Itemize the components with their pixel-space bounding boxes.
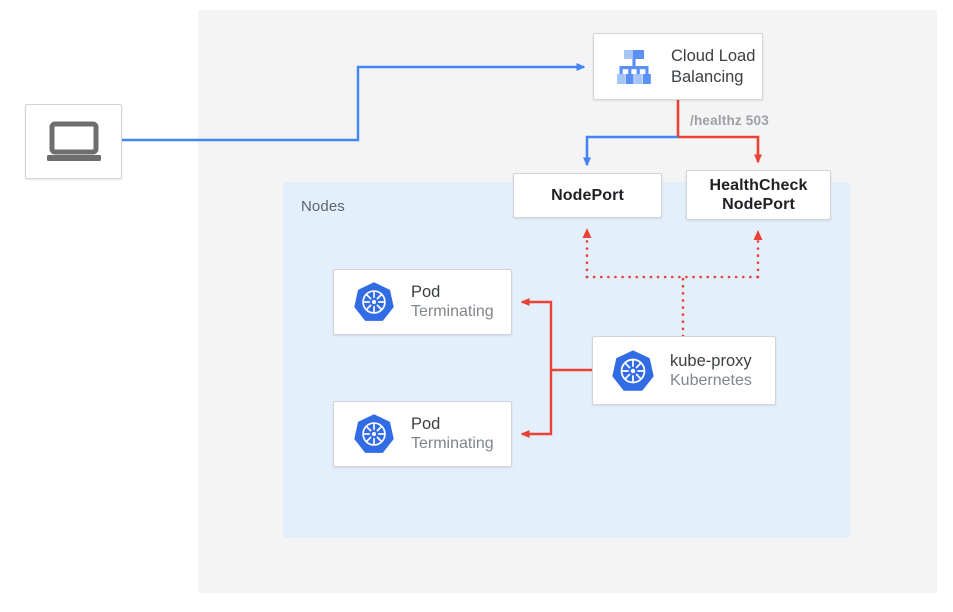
pod1-status: Terminating (411, 303, 494, 321)
nodes-region-label: Nodes (301, 198, 345, 215)
edge-clb-to-healthcheck (678, 135, 762, 164)
pod2-title: Pod (411, 415, 441, 434)
kubernetes-icon (610, 348, 656, 394)
kubernetes-icon (351, 411, 397, 457)
pod-terminating-1-card[interactable]: Pod Terminating (333, 269, 512, 335)
kubernetes-icon (351, 279, 397, 325)
laptop-icon (26, 105, 121, 178)
kube-proxy-card[interactable]: kube-proxy Kubernetes (592, 336, 776, 405)
clb-title-line2: Balancing (671, 67, 744, 86)
nodeport-label: NodePort (551, 186, 624, 204)
edge-kubeproxy-to-pod1 (520, 298, 553, 370)
healthcheck-label-line1: HealthCheck (709, 176, 808, 194)
nodeport-box[interactable]: NodePort (513, 173, 662, 218)
kube-proxy-subtitle: Kubernetes (670, 371, 752, 389)
load-balancer-icon (611, 44, 657, 90)
pod-terminating-2-card[interactable]: Pod Terminating (333, 401, 512, 467)
clb-title-line1: Cloud Load (671, 47, 756, 66)
kube-proxy-title: kube-proxy (670, 351, 752, 370)
pod1-title: Pod (411, 283, 441, 302)
client-laptop-card[interactable] (25, 104, 122, 179)
healthz-edge-label: /healthz 503 (690, 113, 769, 128)
edge-client-to-clb (122, 63, 586, 142)
cloud-load-balancing-card[interactable]: Cloud Load Balancing (593, 33, 763, 100)
edge-kubeproxy-to-pod2 (520, 370, 553, 438)
pod2-status: Terminating (411, 435, 494, 453)
edge-clb-to-nodeport (583, 135, 678, 167)
healthcheck-nodeport-box[interactable]: HealthCheck NodePort (686, 170, 831, 220)
healthcheck-label-line2: NodePort (722, 196, 795, 213)
